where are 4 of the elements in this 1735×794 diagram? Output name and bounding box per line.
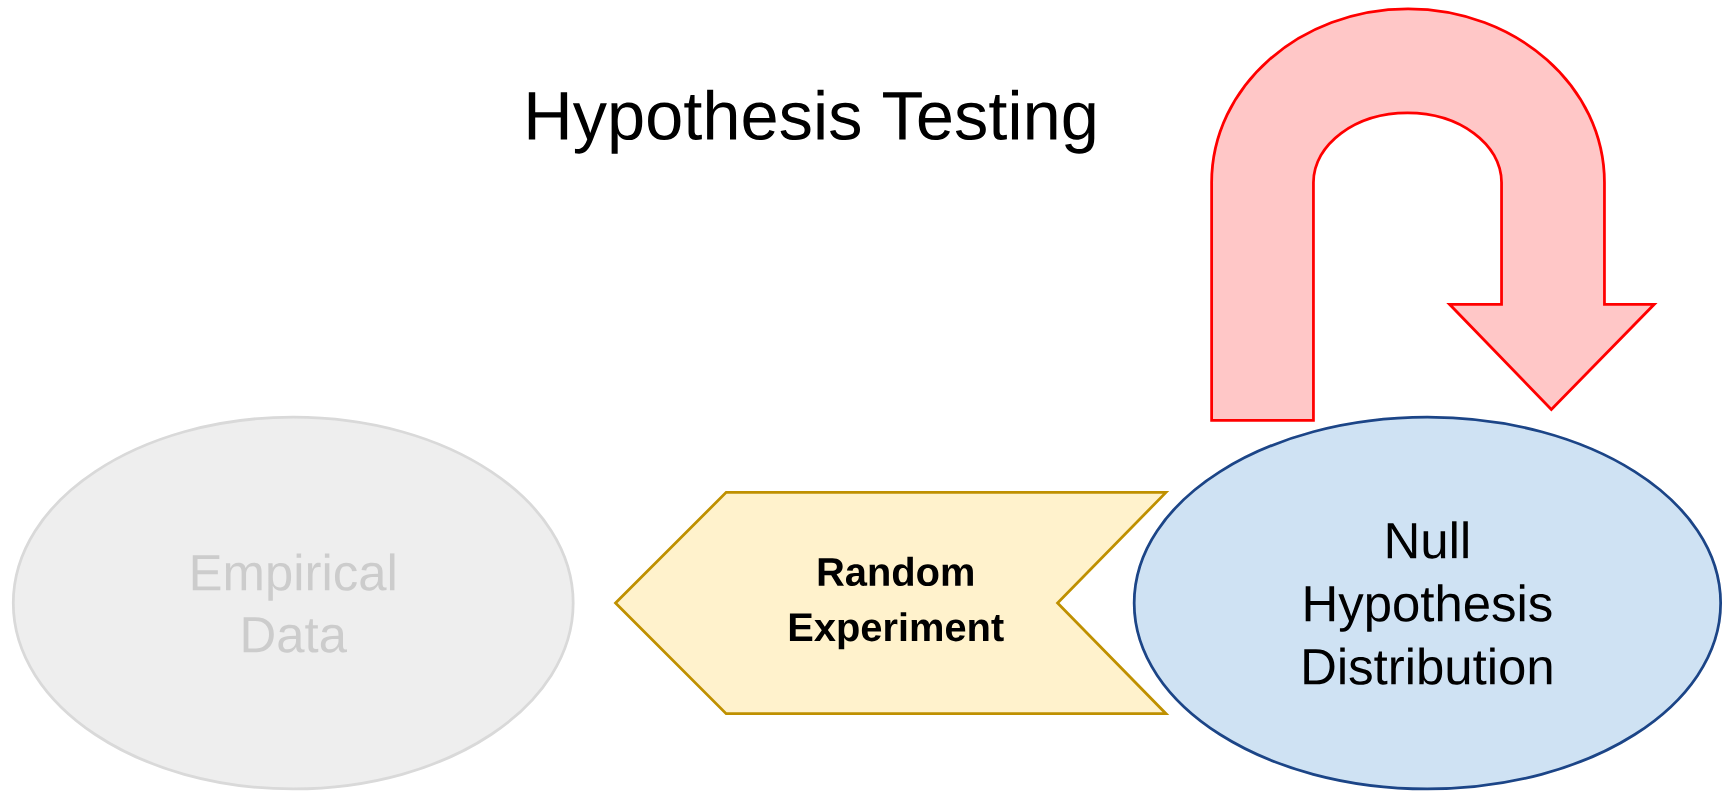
chevron-arrow [613,490,1170,715]
u-turn-arrow [1210,7,1656,422]
title: Hypothesis Testing [528,89,1095,154]
edge-label: Random Experiment [789,556,1004,650]
